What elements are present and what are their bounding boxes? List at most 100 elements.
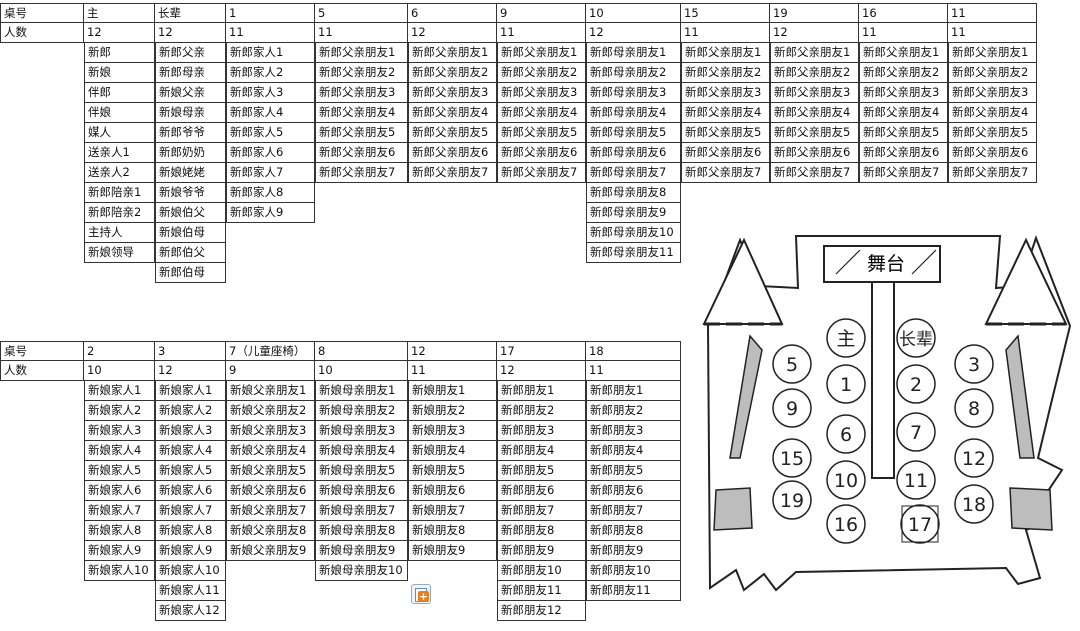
table-seat-label: 16 — [834, 514, 858, 536]
guest-cell: 新郎朋友3 — [586, 421, 681, 441]
guest-cell: 新郎父亲朋友6 — [948, 143, 1037, 163]
guest-cell: 新娘姥姥 — [155, 163, 226, 183]
guest-cell: 新娘爷爷 — [155, 183, 226, 203]
guest-cell: 新郎朋友7 — [497, 501, 586, 521]
table-number-cell: 12 — [408, 341, 497, 361]
table-number-cell: 8 — [315, 341, 408, 361]
guest-cell: 新郎父亲朋友3 — [497, 83, 586, 103]
guest-cell: 新郎母亲朋友9 — [586, 203, 681, 223]
guest-cell: 新郎朋友8 — [497, 521, 586, 541]
guest-cell: 新郎父亲朋友5 — [681, 123, 770, 143]
guest-cell: 新娘母亲朋友8 — [315, 521, 408, 541]
table-seat-label: 17 — [908, 514, 932, 536]
guest-cell: 新郎父亲朋友6 — [681, 143, 770, 163]
guest-cell: 新郎父亲朋友3 — [681, 83, 770, 103]
guest-cell: 新郎朋友4 — [497, 441, 586, 461]
table-seat-circle — [826, 460, 866, 500]
guest-cell: 新郎父亲朋友1 — [408, 43, 497, 63]
guest-cell: 新郎朋友9 — [497, 541, 586, 561]
guest-cell: 新娘朋友6 — [408, 481, 497, 501]
left-wing — [702, 237, 784, 325]
guest-cell: 伴娘 — [84, 103, 155, 123]
insert-object-button[interactable]: + — [411, 584, 431, 604]
guest-cell: 新娘家人6 — [84, 481, 155, 501]
table-seat-label: 12 — [962, 448, 986, 470]
table-seat-label: 8 — [968, 398, 980, 420]
guest-cell: 新娘父亲朋友6 — [226, 481, 315, 501]
guest-cell: 新郎父亲朋友5 — [948, 123, 1037, 143]
guest-cell: 新郎奶奶 — [155, 143, 226, 163]
guest-cell: 新郎爷爷 — [155, 123, 226, 143]
guest-cell: 新娘家人3 — [84, 421, 155, 441]
guest-cell: 新郎朋友9 — [586, 541, 681, 561]
guest-cell: 新郎父亲朋友4 — [408, 103, 497, 123]
guest-cell: 新郎家人9 — [226, 203, 315, 223]
guest-cell: 新郎母亲朋友10 — [586, 223, 681, 243]
guest-cell: 新郎母亲朋友6 — [586, 143, 681, 163]
guest-cell: 新郎父亲朋友5 — [315, 123, 408, 143]
guest-cell: 新郎朋友10 — [586, 561, 681, 581]
table-number-cell: 主 — [84, 3, 155, 23]
guest-cell: 新娘朋友5 — [408, 461, 497, 481]
table-seat-circle — [896, 460, 936, 500]
guest-cell: 新郎朋友10 — [497, 561, 586, 581]
table-number-cell: 18 — [586, 341, 681, 361]
guest-cell: 新郎父亲朋友1 — [315, 43, 408, 63]
guest-cell: 新郎父亲朋友1 — [770, 43, 859, 63]
guest-cell: 新娘家人4 — [155, 441, 226, 461]
guest-cell: 新娘家人1 — [84, 381, 155, 401]
guest-cell: 新娘家人8 — [84, 521, 155, 541]
table-seat-label: 10 — [834, 470, 858, 492]
guest-cell: 新郎父亲朋友5 — [497, 123, 586, 143]
guest-cell: 新娘父亲朋友9 — [226, 541, 315, 561]
guest-cell: 新郎伯父 — [155, 243, 226, 263]
table-seat-circle — [896, 412, 936, 452]
guest-cell: 新郎朋友8 — [586, 521, 681, 541]
guest-count-cell: 12 — [497, 361, 586, 381]
guest-cell: 新郎父亲朋友3 — [948, 83, 1037, 103]
guest-cell: 新郎父亲朋友6 — [408, 143, 497, 163]
guest-cell: 新郎朋友6 — [497, 481, 586, 501]
guest-cell: 新娘家人8 — [155, 521, 226, 541]
guest-cell: 新娘朋友4 — [408, 441, 497, 461]
guest-cell: 新娘伯父 — [155, 203, 226, 223]
table-number-cell: 长辈 — [155, 3, 226, 23]
guest-cell: 新郎父亲朋友7 — [770, 163, 859, 183]
guest-cell: 新郎父亲朋友1 — [859, 43, 948, 63]
guest-cell: 新娘家人9 — [155, 541, 226, 561]
guest-cell: 新娘母亲朋友2 — [315, 401, 408, 421]
guest-cell: 新郎父亲朋友5 — [408, 123, 497, 143]
guest-cell: 新郎朋友1 — [586, 381, 681, 401]
table-number-cell: 7（儿童座椅） — [226, 341, 315, 361]
stage-label: 舞台 — [867, 253, 905, 275]
guest-cell: 新郎父亲朋友4 — [681, 103, 770, 123]
table-seat-circle — [826, 318, 866, 358]
table-seat-circle — [954, 344, 994, 384]
guest-cell: 新郎父亲朋友5 — [859, 123, 948, 143]
guest-cell: 新娘母亲朋友10 — [315, 561, 408, 581]
table-number-cell: 11 — [948, 3, 1037, 23]
guest-cell: 新娘朋友2 — [408, 401, 497, 421]
guest-cell: 新郎父亲朋友4 — [948, 103, 1037, 123]
guest-cell: 新娘父亲 — [155, 83, 226, 103]
guest-cell: 媒人 — [84, 123, 155, 143]
guest-cell: 新郎父亲朋友2 — [408, 63, 497, 83]
guest-cell: 新娘朋友1 — [408, 381, 497, 401]
table-number-cell: 1 — [226, 3, 315, 23]
guest-cell: 新郎父亲朋友6 — [859, 143, 948, 163]
guest-count-cell: 12 — [84, 23, 155, 43]
guest-cell: 新郎母亲朋友1 — [586, 43, 681, 63]
selected-table-outline — [901, 505, 939, 543]
guest-cell: 新娘家人11 — [155, 581, 226, 601]
guest-count-cell: 12 — [155, 23, 226, 43]
guest-cell: 新郎家人5 — [226, 123, 315, 143]
guest-cell: 新郎父亲朋友1 — [497, 43, 586, 63]
table-seat-circle — [772, 344, 812, 384]
guest-cell: 新郎父亲朋友4 — [859, 103, 948, 123]
guest-cell: 新郎家人1 — [226, 43, 315, 63]
table-seat-label: 1 — [840, 374, 852, 396]
guest-count-cell: 9 — [226, 361, 315, 381]
guest-cell: 新郎家人8 — [226, 183, 315, 203]
guest-cell: 新郎朋友7 — [586, 501, 681, 521]
guest-cell: 新郎父亲朋友7 — [948, 163, 1037, 183]
